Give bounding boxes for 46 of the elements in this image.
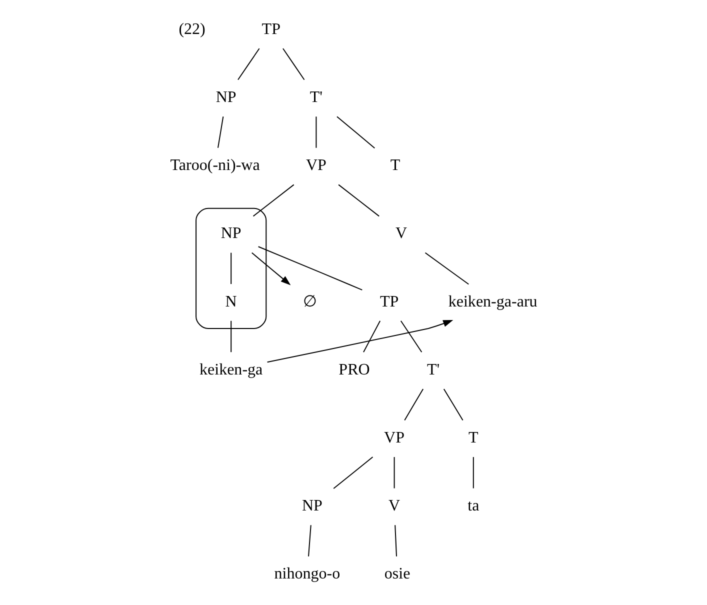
connector [230,252,232,285]
node-text: osie [384,566,410,583]
node-text: TP [261,20,280,38]
label: (22) [178,20,205,38]
connector [216,116,224,148]
arrow [250,252,290,286]
node-text: VP [384,429,404,446]
arrow [266,320,453,363]
connector [237,48,260,80]
connector [230,320,232,353]
node-text: N [224,293,236,310]
node-text: T' [426,361,440,378]
node-text: VP [305,157,326,174]
connector [332,456,373,490]
node-text: TP [379,293,398,310]
connector [394,524,397,557]
node-text: Taroo(-ni)-wa [170,157,260,174]
connector [424,252,469,285]
node-text: V [388,498,400,515]
connector [400,320,422,353]
node-text: T [468,429,478,446]
node-text: keiken-ga [199,361,262,378]
node-text: NP [215,89,236,106]
node-text: nihongo-o [274,566,340,583]
connector [442,388,463,421]
node-text: ∅ [302,293,317,310]
node-text: ta [467,498,479,515]
node-text: keiken-ga-aru [448,293,537,310]
connector [338,184,380,217]
connector [282,48,304,80]
connector [252,184,294,217]
connector [315,116,316,148]
node-text: T [390,157,400,174]
node-text: PRO [338,361,370,378]
node-text: T' [309,89,322,106]
cluster [195,208,266,330]
connector [308,524,311,557]
connector [404,388,424,421]
connector [393,456,394,489]
node-text: NP [301,498,322,515]
connector [362,320,380,353]
node-text: NP [220,225,241,242]
connector [336,116,375,149]
connector [257,246,362,290]
connector [472,456,474,489]
node-text: V [395,225,407,242]
